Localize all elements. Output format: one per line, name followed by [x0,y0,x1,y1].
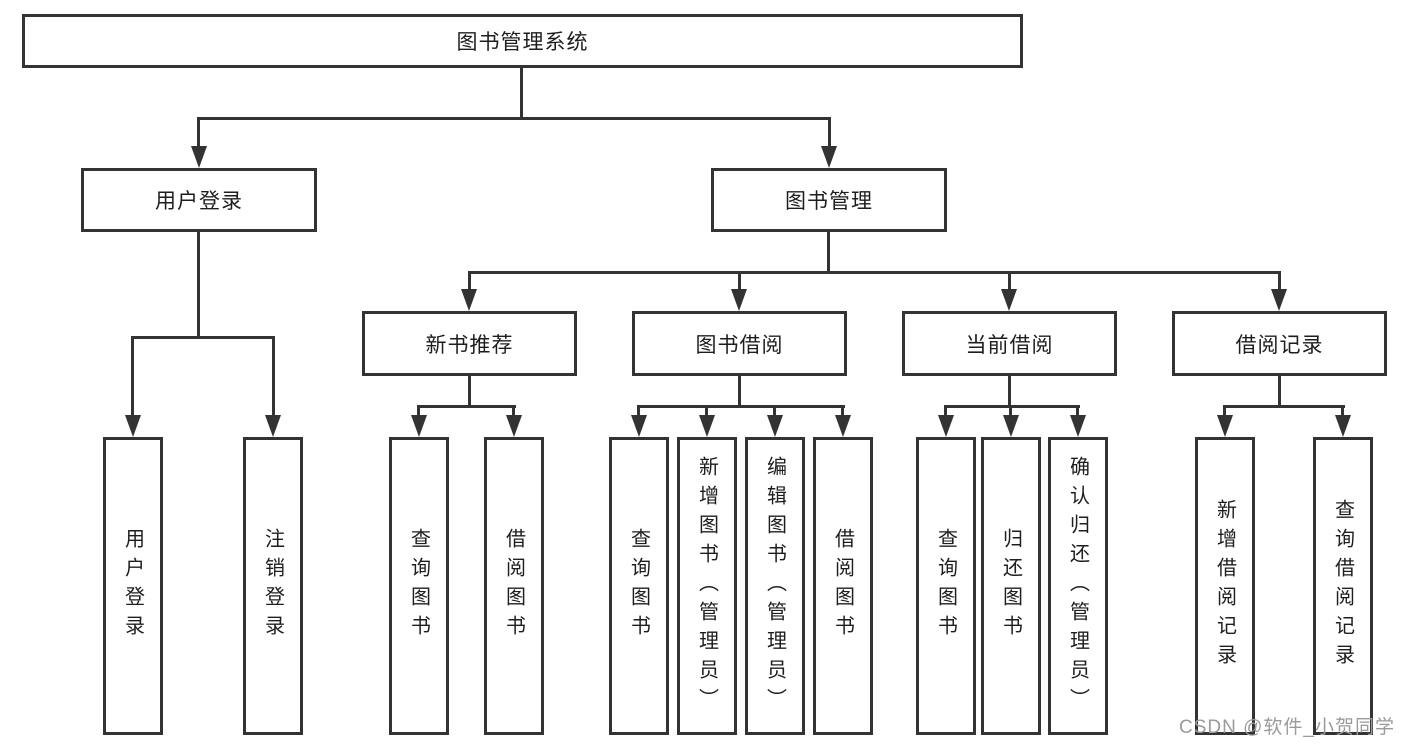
node-leaf-edit-books-admin: 编辑图书（管理员） [745,437,805,735]
node-leaf-confirm-return-admin: 确认归还（管理员） [1048,437,1108,735]
arrow-down-icon [265,415,281,437]
node-book-borrowing: 图书借阅 [632,311,847,376]
connector-bookmgmt-branch-2 [738,271,741,293]
connector-userlogin-stem [197,232,200,339]
connector-current-bar [944,405,1080,408]
connector-records-branch-2 [1341,405,1344,418]
node-leaf-logout: 注销登录 [243,437,303,735]
node-user-login: 用户登录 [81,168,317,232]
node-library-management-system: 图书管理系统 [22,14,1023,68]
connector-bookmgmt-stem [827,232,830,274]
arrow-down-icon [938,415,954,437]
arrow-down-icon [1003,415,1019,437]
connector-records-stem [1278,376,1281,407]
connector-borrowing-branch-2 [705,405,708,418]
connector-root-bar [197,117,831,120]
connector-root-branch-left [197,117,200,150]
connector-borrowing-branch-3 [773,405,776,418]
connector-recommend-branch-1 [417,405,420,418]
arrow-down-icon [1217,415,1233,437]
connector-bookmgmt-bar [468,271,1281,274]
node-leaf-return-books: 归还图书 [981,437,1041,735]
node-book-management: 图书管理 [711,168,947,232]
connector-recommend-branch-2 [512,405,515,418]
arrow-down-icon [1070,415,1086,437]
arrow-down-icon [506,415,522,437]
arrow-down-icon [1001,289,1017,311]
node-leaf-query-books-recommend: 查询图书 [389,437,449,735]
connector-userlogin-branch-1 [131,336,134,417]
connector-borrowing-stem [738,376,741,407]
arrow-down-icon [1271,289,1287,311]
node-leaf-query-borrow-record: 查询借阅记录 [1313,437,1373,735]
arrow-down-icon [821,146,837,168]
watermark: CSDN @软件_小贺同学 [1179,717,1395,738]
connector-records-bar [1223,405,1345,408]
arrow-down-icon [125,415,141,437]
node-leaf-query-books-current: 查询图书 [916,437,976,735]
connector-recommend-stem [468,376,471,407]
node-leaf-add-borrow-record: 新增借阅记录 [1195,437,1255,735]
connector-borrowing-branch-4 [841,405,844,418]
node-leaf-query-books-borrowing: 查询图书 [609,437,669,735]
connector-records-branch-1 [1223,405,1226,418]
node-leaf-user-login: 用户登录 [103,437,163,735]
arrow-down-icon [191,146,207,168]
connector-bookmgmt-branch-3 [1008,271,1011,293]
node-borrowing-records: 借阅记录 [1172,311,1387,376]
arrow-down-icon [411,415,427,437]
connector-root-stem [520,68,523,120]
connector-current-stem [1008,376,1011,407]
arrow-down-icon [461,289,477,311]
node-leaf-borrow-books: 借阅图书 [813,437,873,735]
arrow-down-icon [767,415,783,437]
connector-bookmgmt-branch-1 [468,271,471,293]
node-new-book-recommendation: 新书推荐 [362,311,577,376]
connector-borrowing-bar [637,405,845,408]
connector-bookmgmt-branch-4 [1278,271,1281,293]
connector-root-branch-right [828,117,831,150]
connector-current-branch-2 [1009,405,1012,418]
node-leaf-add-books-admin: 新增图书（管理员） [677,437,737,735]
connector-recommend-bar [417,405,516,408]
arrow-down-icon [1335,415,1351,437]
connector-current-branch-3 [1076,405,1079,418]
connector-userlogin-branch-2 [272,336,275,417]
arrow-down-icon [835,415,851,437]
arrow-down-icon [699,415,715,437]
arrow-down-icon [731,289,747,311]
connector-borrowing-branch-1 [637,405,640,418]
connector-userlogin-bar [131,336,275,339]
node-current-borrowing: 当前借阅 [902,311,1117,376]
node-leaf-borrow-books-recommend: 借阅图书 [484,437,544,735]
arrow-down-icon [631,415,647,437]
connector-current-branch-1 [944,405,947,418]
